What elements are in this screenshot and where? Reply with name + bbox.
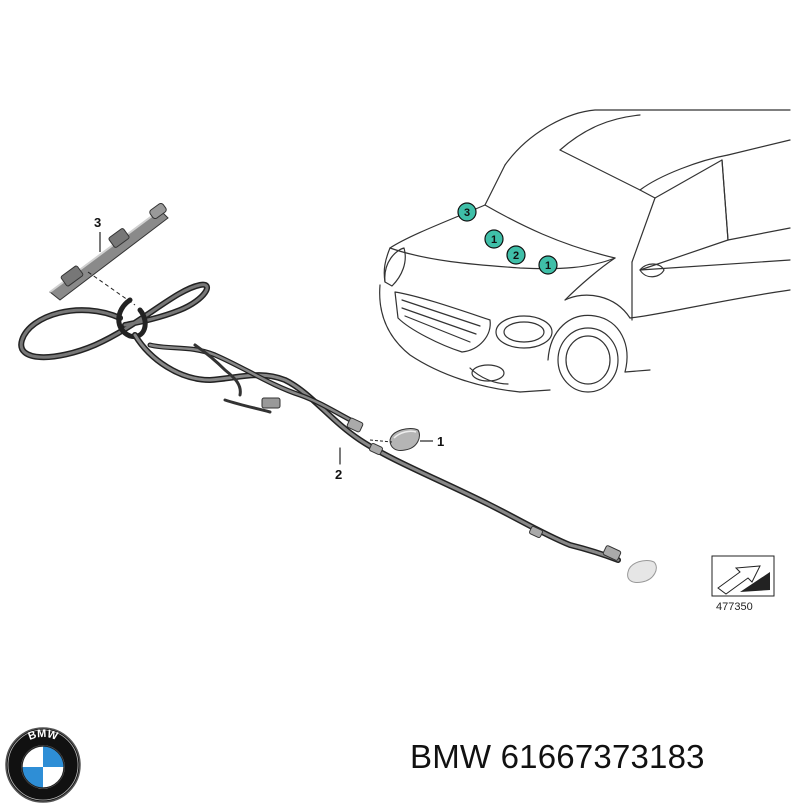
svg-text:3: 3 [464, 207, 470, 219]
callout-labels: 1 2 3 [94, 215, 444, 482]
callout-1: 1 [437, 434, 444, 449]
reference-box: 477350 [711, 555, 775, 613]
svg-text:1: 1 [545, 260, 551, 272]
part-3-washer-bar [49, 202, 169, 306]
location-badge: 2 [506, 245, 526, 265]
callout-2: 2 [335, 467, 342, 482]
brand-name: BMW [410, 738, 492, 775]
svg-text:2: 2 [513, 250, 519, 262]
part-1-nozzle [369, 427, 433, 451]
callout-3: 3 [94, 215, 101, 230]
location-badge: 1 [484, 229, 504, 249]
location-badge: 1 [538, 255, 558, 275]
part-1-nozzle-lower [627, 559, 657, 583]
reference-arrow-icon [717, 565, 761, 595]
part-2-hose [18, 281, 622, 563]
reference-number: 477350 [716, 601, 753, 613]
svg-text:BMW: BMW [27, 728, 60, 743]
bmw-logo: BMW [5, 727, 81, 803]
car-outline [379, 109, 791, 393]
part-caption: BMW 61667373183 [410, 738, 705, 776]
svg-text:1: 1 [491, 234, 497, 246]
location-badge: 3 [457, 202, 477, 222]
part-number: 61667373183 [500, 738, 705, 775]
location-badges: 3 1 2 1 [457, 202, 558, 275]
